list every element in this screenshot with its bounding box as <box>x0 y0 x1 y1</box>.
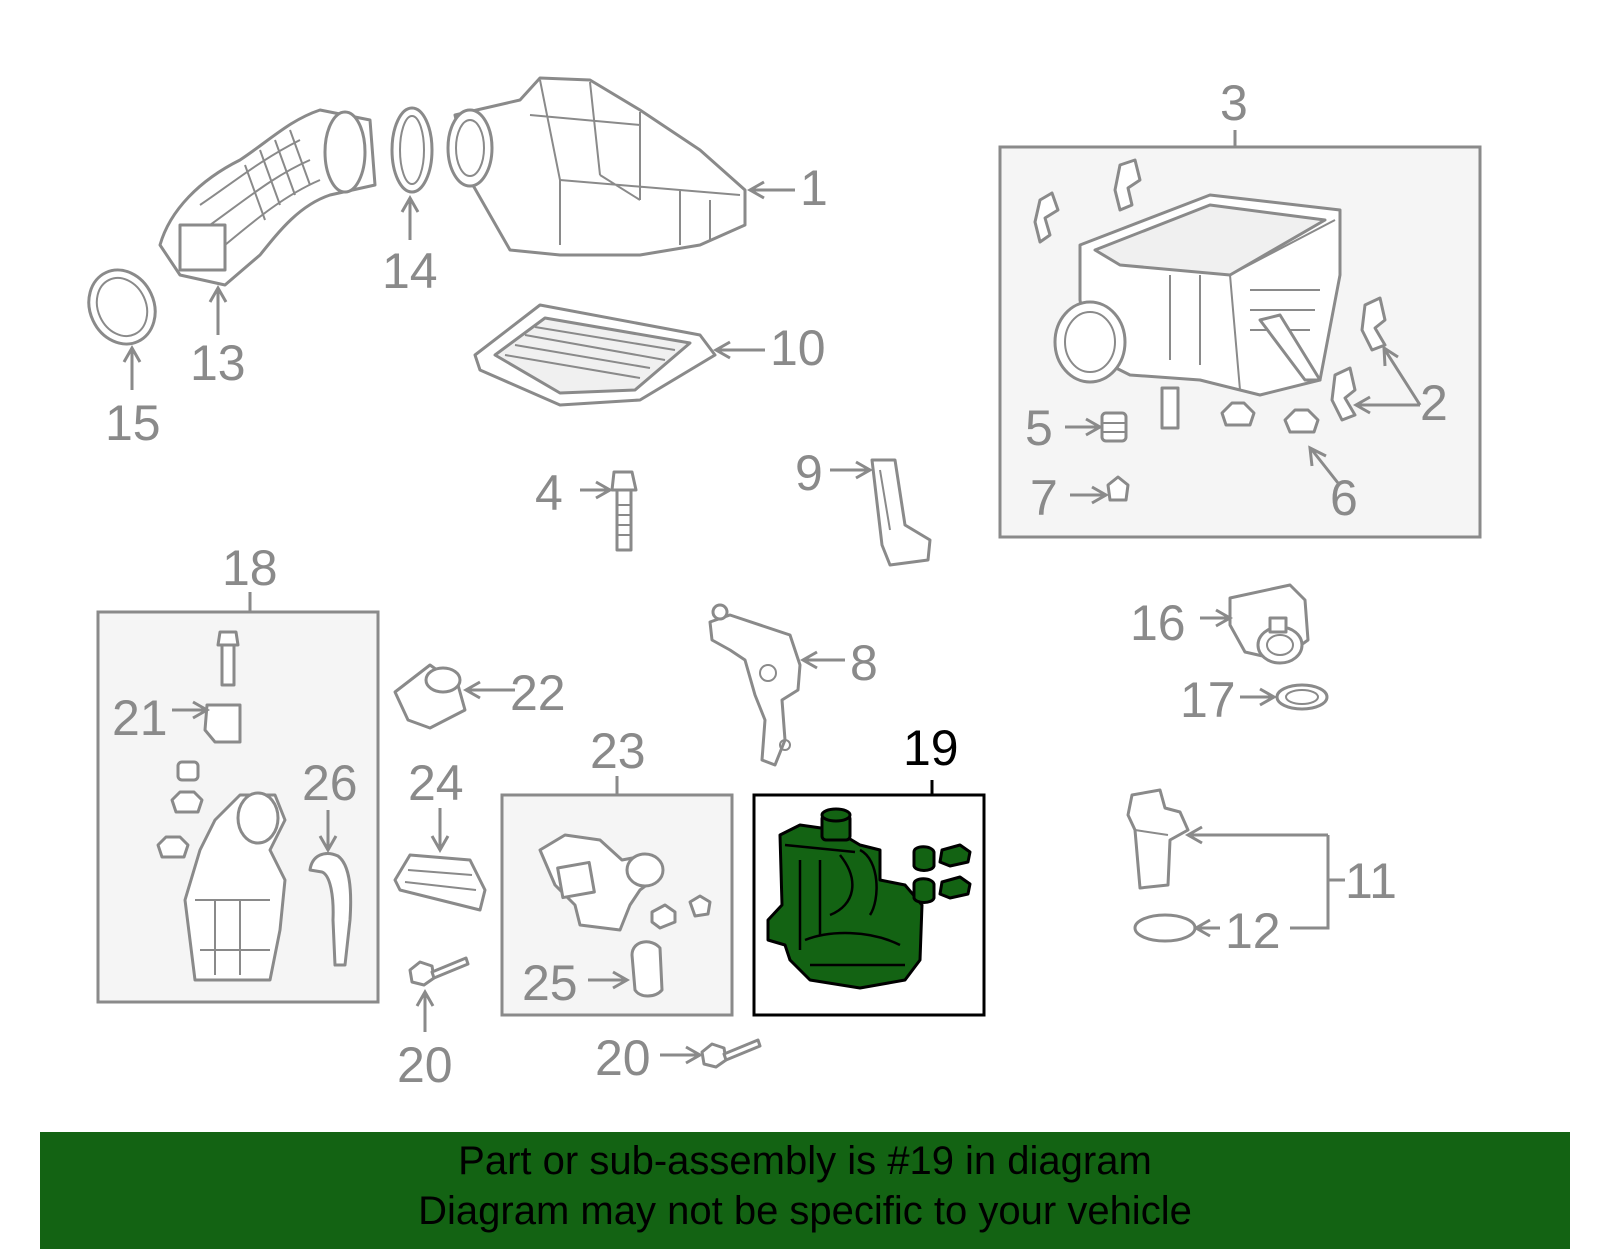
part-14-ring[interactable] <box>390 106 434 194</box>
label-14: 14 <box>382 243 438 299</box>
label-11: 11 <box>1345 853 1397 909</box>
part-grommet-b[interactable] <box>1220 401 1256 427</box>
part-3-cleaner-housing[interactable] <box>1053 193 1342 397</box>
part-5-grommet[interactable] <box>1100 411 1128 443</box>
part-11-sensor[interactable] <box>1126 788 1190 890</box>
label-19: 19 <box>903 720 959 776</box>
label-3: 3 <box>1220 75 1248 131</box>
label-22: 22 <box>510 665 566 721</box>
part-2-clips[interactable] <box>1033 158 1387 422</box>
part-seal[interactable] <box>1160 386 1180 430</box>
label-26: 26 <box>302 755 358 811</box>
part-24-seal[interactable] <box>393 853 487 912</box>
label-5: 5 <box>1025 400 1053 456</box>
part-23-valve[interactable] <box>538 833 712 932</box>
label-2: 2 <box>1420 375 1448 431</box>
part-15-clamp[interactable] <box>77 259 167 355</box>
part-12-o-ring[interactable] <box>1133 913 1197 943</box>
part-10-air-filter[interactable] <box>473 303 717 407</box>
label-18: 18 <box>222 540 278 596</box>
part-19-resonator[interactable] <box>766 807 972 990</box>
info-banner: Part or sub-assembly is #19 in diagram D… <box>40 1132 1570 1249</box>
label-20b: 20 <box>595 1030 651 1086</box>
label-21: 21 <box>112 690 168 746</box>
part-9-bracket[interactable] <box>870 458 932 567</box>
label-6: 6 <box>1330 470 1358 526</box>
part-20a-bolt[interactable] <box>408 956 470 987</box>
label-7: 7 <box>1030 470 1058 526</box>
part-16-resonator[interactable] <box>1228 583 1310 665</box>
label-12: 12 <box>1225 903 1281 959</box>
label-10: 10 <box>770 320 826 376</box>
label-24: 24 <box>408 755 464 811</box>
label-8: 8 <box>850 635 878 691</box>
part-20b-bolt[interactable] <box>700 1038 762 1069</box>
part-8-bracket[interactable] <box>708 603 802 767</box>
label-15: 15 <box>105 395 161 451</box>
label-13: 13 <box>190 335 246 391</box>
banner-line-2: Diagram may not be specific to your vehi… <box>418 1189 1192 1233</box>
label-9: 9 <box>795 445 823 501</box>
part-4-bolt[interactable] <box>610 470 638 552</box>
label-16: 16 <box>1130 595 1186 651</box>
part-7-grommet[interactable] <box>1106 475 1130 502</box>
part-18-throttle-body[interactable] <box>156 630 287 982</box>
part-13-intake-hose[interactable] <box>158 108 377 287</box>
label-20a: 20 <box>397 1037 453 1093</box>
part-26-hose[interactable] <box>308 852 353 967</box>
label-1: 1 <box>800 160 828 216</box>
part-25-grommet[interactable] <box>630 940 664 998</box>
label-23: 23 <box>590 723 646 779</box>
label-25: 25 <box>522 955 578 1011</box>
label-17: 17 <box>1180 672 1236 728</box>
part-6-grommet[interactable] <box>1283 408 1320 434</box>
part-22-duct[interactable] <box>393 663 467 730</box>
part-1-cleaner-cover[interactable] <box>446 76 747 257</box>
part-17-clamp[interactable] <box>1275 683 1329 711</box>
banner-line-1: Part or sub-assembly is #19 in diagram <box>458 1139 1152 1183</box>
label-4: 4 <box>535 465 563 521</box>
